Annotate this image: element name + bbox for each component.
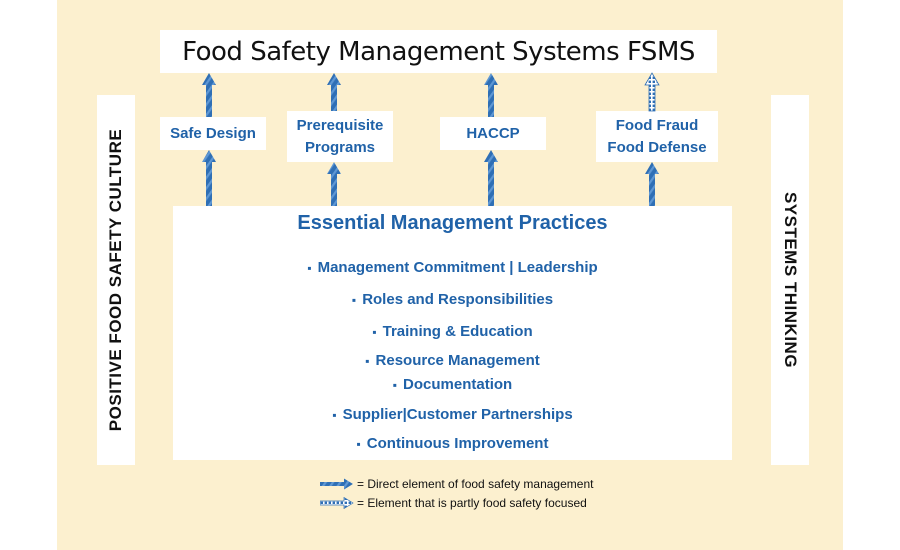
practice-label: Documentation [403, 376, 513, 393]
fsms-title: Food Safety Management Systems FSMS [182, 36, 695, 67]
element-label: Safe Design [170, 124, 256, 142]
bullet-icon: ▪ [332, 408, 337, 422]
direct-arrow [327, 162, 341, 206]
practice-label: Management Commitment | Leadership [317, 259, 598, 276]
bullet-icon: ▪ [365, 354, 370, 368]
element-food-fraud-defense: Food Fraud Food Defense [596, 111, 718, 162]
practice-item: ▪ Continuous Improvement [173, 435, 732, 452]
bullet-icon: ▪ [372, 325, 377, 339]
bullet-icon: ▪ [392, 378, 398, 392]
practice-item: ▪ Roles and Responsibilities [173, 291, 732, 308]
element-label: Prerequisite [296, 116, 384, 134]
element-label: Programs [304, 138, 376, 156]
practice-item: ▪ Training & Education [173, 323, 732, 340]
essential-practices-title: Essential Management Practices [297, 212, 608, 234]
legend-partial-label: = Element that is partly food safety foc… [357, 496, 587, 510]
partial-arrow-icon [320, 497, 354, 509]
element-label: HACCP [466, 124, 520, 142]
direct-arrow [484, 150, 498, 206]
legend-direct: = Direct element of food safety manageme… [320, 477, 593, 491]
direct-arrow-icon [320, 478, 353, 490]
practice-label: Training & Education [382, 323, 533, 340]
systems-sidebar: SYSTEMS THINKING [771, 95, 809, 465]
practice-label: Resource Management [375, 352, 540, 369]
practice-item: ▪ Supplier|Customer Partnerships [173, 406, 732, 423]
partial-arrow [644, 72, 660, 112]
practice-label: Supplier|Customer Partnerships [342, 406, 573, 423]
element-prerequisite-programs: Prerequisite Programs [287, 111, 393, 162]
direct-arrow [327, 73, 341, 111]
essential-practices-box: Essential Management Practices ▪ Manageme… [173, 206, 732, 460]
practice-label: Roles and Responsibilities [362, 291, 554, 308]
legend-partial: = Element that is partly food safety foc… [320, 496, 587, 510]
legend-direct-label: = Direct element of food safety manageme… [357, 477, 594, 491]
element-label: Food Fraud [615, 116, 699, 134]
bullet-icon: ▪ [351, 293, 357, 307]
fsms-title-box: Food Safety Management Systems FSMS [160, 30, 717, 73]
practice-item: ▪ Resource Management [173, 352, 732, 369]
direct-arrow [484, 73, 498, 117]
practice-item: ▪ Management Commitment | Leadership [173, 259, 732, 276]
bullet-icon: ▪ [356, 437, 361, 451]
practice-label: Continuous Improvement [366, 435, 549, 452]
element-haccp: HACCP [440, 117, 546, 150]
direct-arrow [202, 73, 216, 117]
bullet-icon: ▪ [307, 261, 312, 275]
practice-item: ▪ Documentation [173, 376, 732, 393]
element-safe-design: Safe Design [160, 117, 266, 150]
direct-arrow [202, 150, 216, 206]
direct-arrow [645, 162, 659, 206]
element-label: Food Defense [607, 138, 707, 156]
culture-sidebar: POSITIVE FOOD SAFETY CULTURE [97, 95, 135, 465]
